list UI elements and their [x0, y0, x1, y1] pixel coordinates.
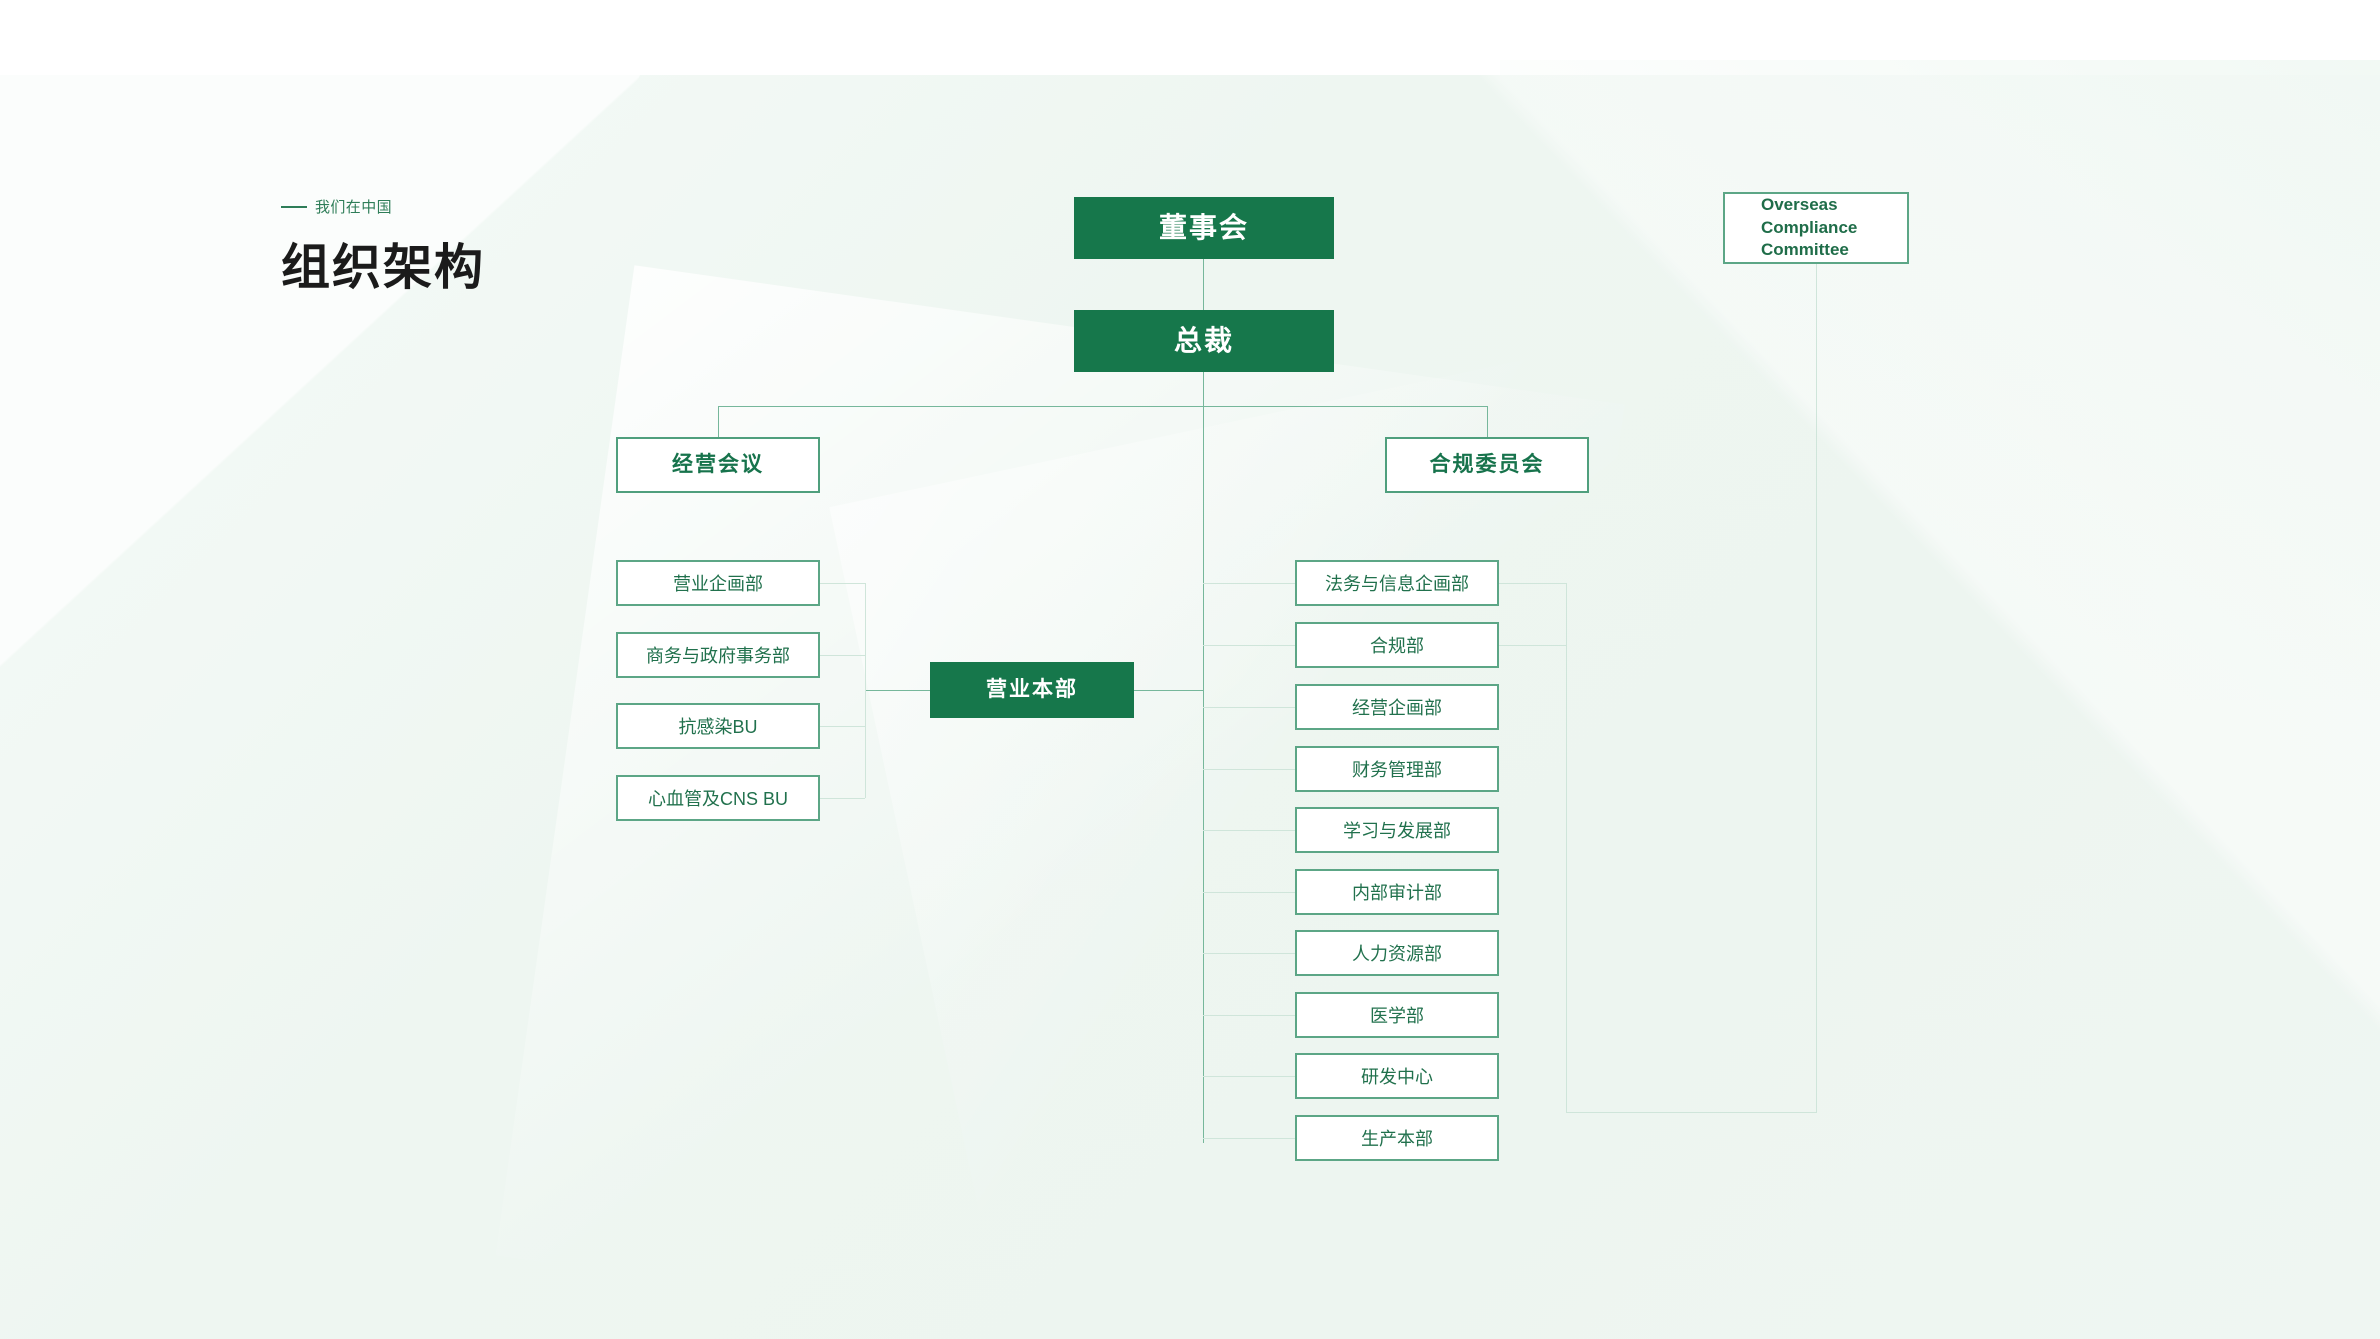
- connector-right-dept-7: [1203, 953, 1295, 954]
- background-sheen-lower: [829, 349, 1731, 1251]
- connector-right-dept-10: [1203, 1138, 1295, 1139]
- connector-left-dept-2: [820, 655, 865, 656]
- section-kicker: 我们在中国: [281, 196, 485, 217]
- dept-left-2[interactable]: 商务与政府事务部: [616, 632, 820, 678]
- page-heading-block: 我们在中国 组织架构: [281, 196, 485, 299]
- connector-main-vertical-trunk: [1203, 406, 1204, 1143]
- connector-right-dept-2: [1203, 645, 1295, 646]
- connector-sales-hq-to-left-bus: [865, 690, 931, 691]
- connector-right-dept-6: [1203, 892, 1295, 893]
- dept-right-8[interactable]: 医学部: [1295, 992, 1499, 1038]
- connector-overseas-vertical: [1816, 264, 1817, 1113]
- connector-to-management-meeting: [718, 406, 719, 437]
- dept-right-3[interactable]: 经营企画部: [1295, 684, 1499, 730]
- connector-right-dept-1: [1203, 583, 1295, 584]
- connector-to-compliance-committee: [1487, 406, 1488, 437]
- dept-right-7[interactable]: 人力资源部: [1295, 930, 1499, 976]
- dept-left-4[interactable]: 心血管及CNS BU: [616, 775, 820, 821]
- connector-president-trunk-top: [1203, 372, 1204, 406]
- connector-overseas-to-legal-dept: [1499, 583, 1566, 584]
- connector-left-group-bus: [865, 583, 866, 798]
- dept-right-4[interactable]: 财务管理部: [1295, 746, 1499, 792]
- dept-right-6[interactable]: 内部审计部: [1295, 869, 1499, 915]
- kicker-rule-icon: [281, 205, 307, 208]
- dept-right-2[interactable]: 合规部: [1295, 622, 1499, 668]
- connector-left-dept-3: [820, 726, 865, 727]
- connector-overseas-to-compliance-dept: [1499, 645, 1566, 646]
- overseas-line-2: Compliance: [1761, 217, 1858, 237]
- connector-trunk-to-sales-hq: [1134, 690, 1204, 691]
- kicker-label: 我们在中国: [315, 199, 393, 216]
- background-diagonal-topright: [1500, 60, 2380, 700]
- node-sales-headquarters[interactable]: 营业本部: [930, 662, 1134, 718]
- node-overseas-compliance-committee[interactable]: Overseas Compliance Committee: [1723, 192, 1909, 264]
- dept-right-5[interactable]: 学习与发展部: [1295, 807, 1499, 853]
- connector-left-dept-1: [820, 583, 865, 584]
- node-management-meeting[interactable]: 经营会议: [616, 437, 820, 493]
- dept-left-3[interactable]: 抗感染BU: [616, 703, 820, 749]
- node-board-of-directors[interactable]: 董事会: [1074, 197, 1334, 259]
- connector-right-dept-4: [1203, 769, 1295, 770]
- connector-board-to-president: [1203, 259, 1204, 310]
- connector-right-dept-3: [1203, 707, 1295, 708]
- connector-right-dept-8: [1203, 1015, 1295, 1016]
- connector-overseas-horizontal: [1566, 1112, 1817, 1113]
- dept-right-10[interactable]: 生产本部: [1295, 1115, 1499, 1161]
- overseas-line-3: Committee: [1761, 240, 1849, 260]
- connector-right-dept-9: [1203, 1076, 1295, 1077]
- node-compliance-committee[interactable]: 合规委员会: [1385, 437, 1589, 493]
- dept-right-1[interactable]: 法务与信息企画部: [1295, 560, 1499, 606]
- connector-president-horizontal-bus: [718, 406, 1487, 407]
- node-president[interactable]: 总裁: [1074, 310, 1334, 372]
- page-title: 组织架构: [281, 241, 486, 295]
- connector-overseas-bracket-bus: [1566, 583, 1567, 1113]
- dept-left-1[interactable]: 营业企画部: [616, 560, 820, 606]
- connector-left-dept-4: [820, 798, 865, 799]
- connector-right-dept-5: [1203, 830, 1295, 831]
- overseas-line-1: Overseas: [1761, 195, 1838, 215]
- dept-right-9[interactable]: 研发中心: [1295, 1053, 1499, 1099]
